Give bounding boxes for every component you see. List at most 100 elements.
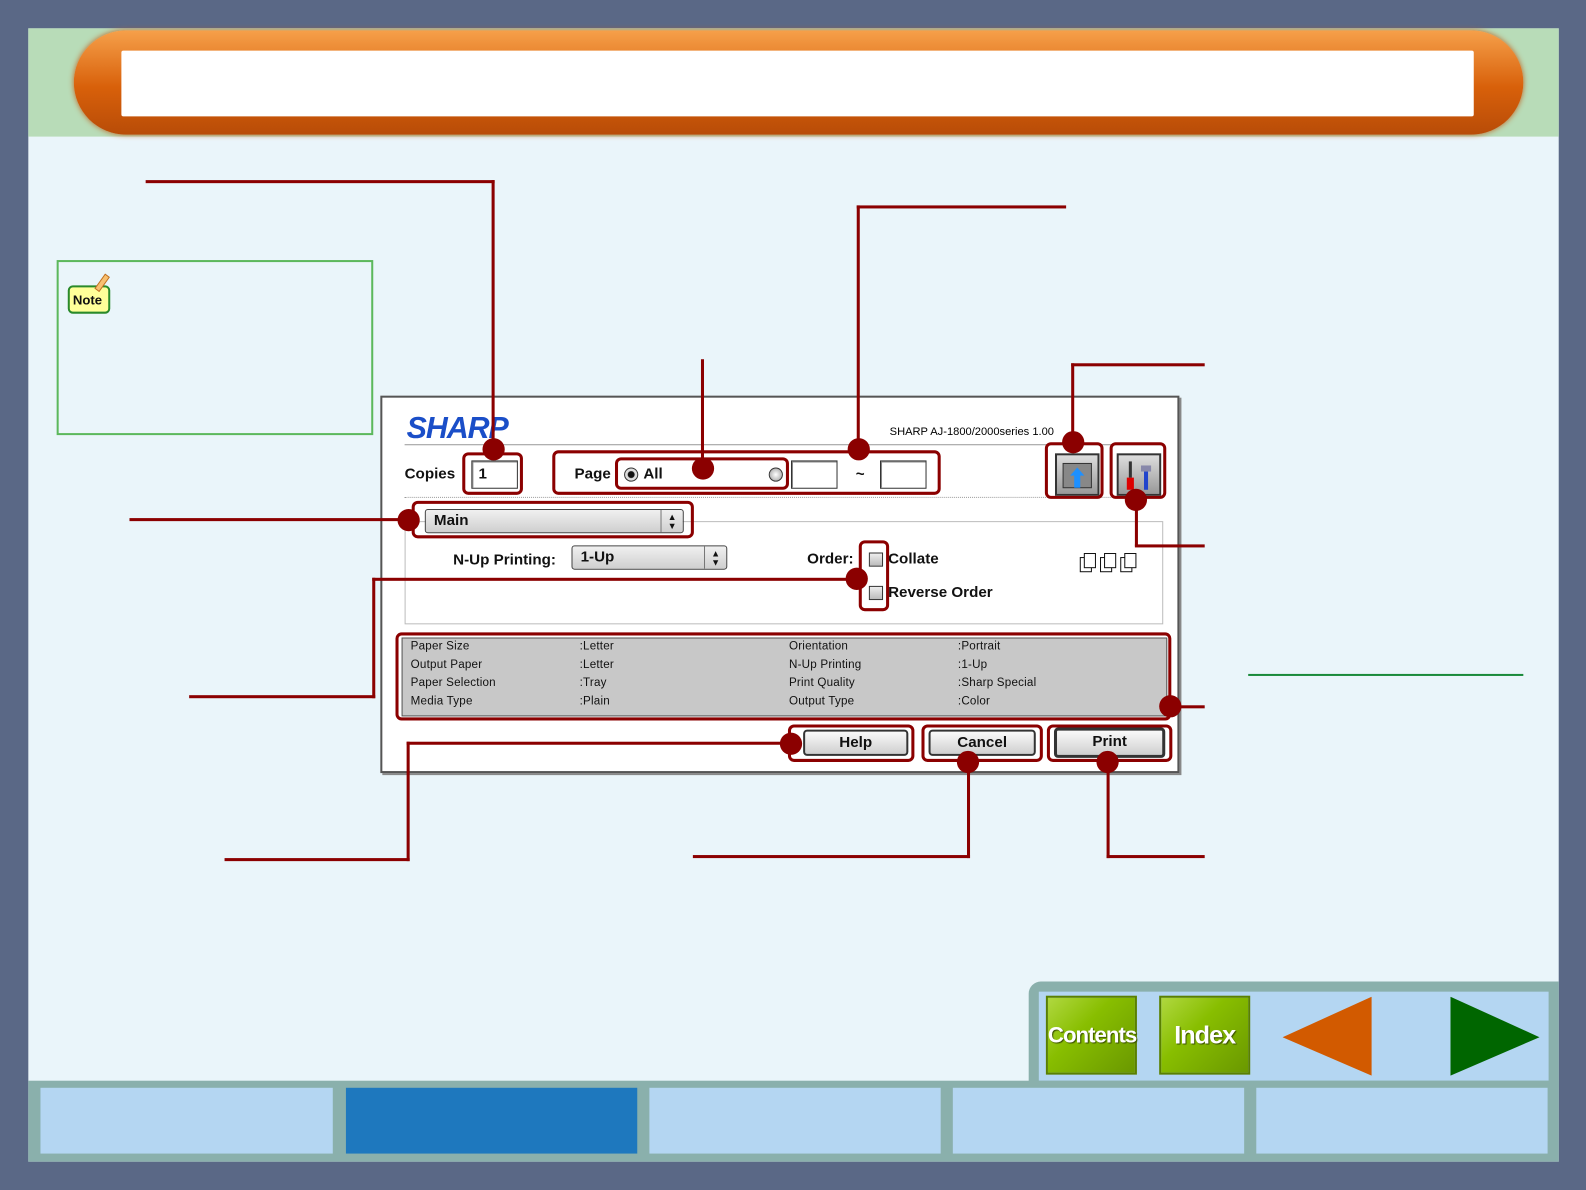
callout-line [856,205,1067,209]
summary-value: :Letter [579,640,614,653]
folder-upload-icon [1062,462,1092,489]
tab-5[interactable] [1256,1087,1548,1154]
note-box: Note [56,260,374,436]
arrow-right-icon[interactable] [1450,996,1541,1082]
dotted-divider [404,496,1164,498]
page-from-input[interactable] [790,460,838,489]
callout-line [692,855,971,859]
summary-name: Orientation [788,640,849,653]
arrow-left-icon[interactable] [1282,996,1374,1082]
summary-name: Output Type [788,695,855,708]
nup-select[interactable]: 1-Up ▲▼ [571,545,728,570]
callout-dot [1159,695,1182,718]
copies-input[interactable]: 1 [471,460,518,489]
callout-dot [1062,431,1085,454]
note-pencil-icon: Note [67,272,112,314]
summary-value: :1-Up [957,658,988,671]
page-label: Page [574,465,611,483]
summary-name: Paper Size [410,640,470,653]
callout-box-page [552,450,941,495]
summary-value: :Portrait [957,640,1001,653]
driver-version: SHARP AJ-1800/2000series 1.00 [889,426,1054,439]
callout-box-summary [395,632,1172,721]
tools-icon [1126,461,1152,490]
cancel-button[interactable]: Cancel [928,729,1036,756]
callout-line [372,577,858,581]
updown-icon: ▲▼ [704,546,726,569]
page-to-input[interactable] [880,460,927,489]
reverse-order-label: Reverse Order [888,583,993,602]
page-all-radio[interactable] [624,467,639,482]
callout-line [1134,544,1205,548]
summary-value: :Letter [579,658,614,671]
callout-line [966,761,971,859]
callout-line [1071,363,1205,367]
callout-line [372,577,376,699]
nup-label: N-Up Printing: [453,551,556,569]
tab-3[interactable] [649,1087,941,1154]
copies-label: Copies [404,465,456,483]
summary-name: Paper Selection [410,676,496,690]
callout-box-help [787,724,915,762]
callout-box-panel [411,500,694,539]
print-button[interactable]: Print [1053,727,1166,758]
callout-line [1071,363,1075,443]
callout-line [856,205,860,449]
divider [404,444,1164,446]
callout-line [406,741,791,745]
summary-name: Print Quality [788,676,855,690]
callout-dot [845,567,868,590]
callout-line [491,180,495,450]
summary-name: Media Type [410,695,473,708]
tab-1[interactable] [40,1087,333,1154]
callout-dot [397,508,420,532]
collate-pages-icon [1078,551,1139,576]
callout-dot [482,438,505,461]
callout-dot [1124,488,1148,512]
summary-name: N-Up Printing [788,658,862,671]
callout-line [1134,499,1138,547]
callout-line [129,518,409,522]
order-label: Order: [807,550,854,568]
callout-line [406,741,410,862]
settings-summary: Paper Size :Letter Output Paper :Letter … [401,637,1168,717]
callout-line [189,695,376,699]
callout-box-cancel [921,724,1043,762]
summary-value: :Tray [579,676,607,690]
index-button[interactable]: Index [1159,995,1251,1075]
callout-dot [691,457,715,480]
help-button[interactable]: Help [803,729,909,756]
tab-4[interactable] [952,1087,1245,1154]
nup-select-value: 1-Up [580,548,615,566]
callout-dot [956,750,980,774]
callout-line [1170,705,1205,709]
page-all-label: All [643,465,663,483]
page-range-radio[interactable] [768,467,783,482]
callout-line [700,359,705,469]
callout-line [1106,855,1205,859]
note-label: Note [72,292,103,308]
callout-dot [779,732,803,755]
collate-checkbox[interactable] [868,552,884,567]
callout-line [145,180,495,184]
load-settings-button[interactable] [1054,453,1100,496]
summary-name: Output Paper [410,658,483,671]
panel-select[interactable]: Main ▲▼ [424,508,684,534]
main-panel [404,521,1164,625]
tab-2-active[interactable] [345,1087,638,1154]
callout-line [1106,761,1110,859]
summary-value: :Sharp Special [957,676,1037,690]
callout-dot [1096,750,1119,774]
reverse-order-checkbox[interactable] [868,585,884,601]
green-underline [1248,673,1524,676]
panel-select-value: Main [433,512,469,530]
page-title [121,50,1474,117]
summary-value: :Plain [579,695,610,708]
callout-line [224,858,410,862]
summary-value: :Color [957,695,991,708]
range-separator: ~ [855,465,865,483]
updown-icon: ▲▼ [660,509,683,533]
collate-label: Collate [888,550,939,568]
contents-button[interactable]: Contents [1045,995,1137,1075]
